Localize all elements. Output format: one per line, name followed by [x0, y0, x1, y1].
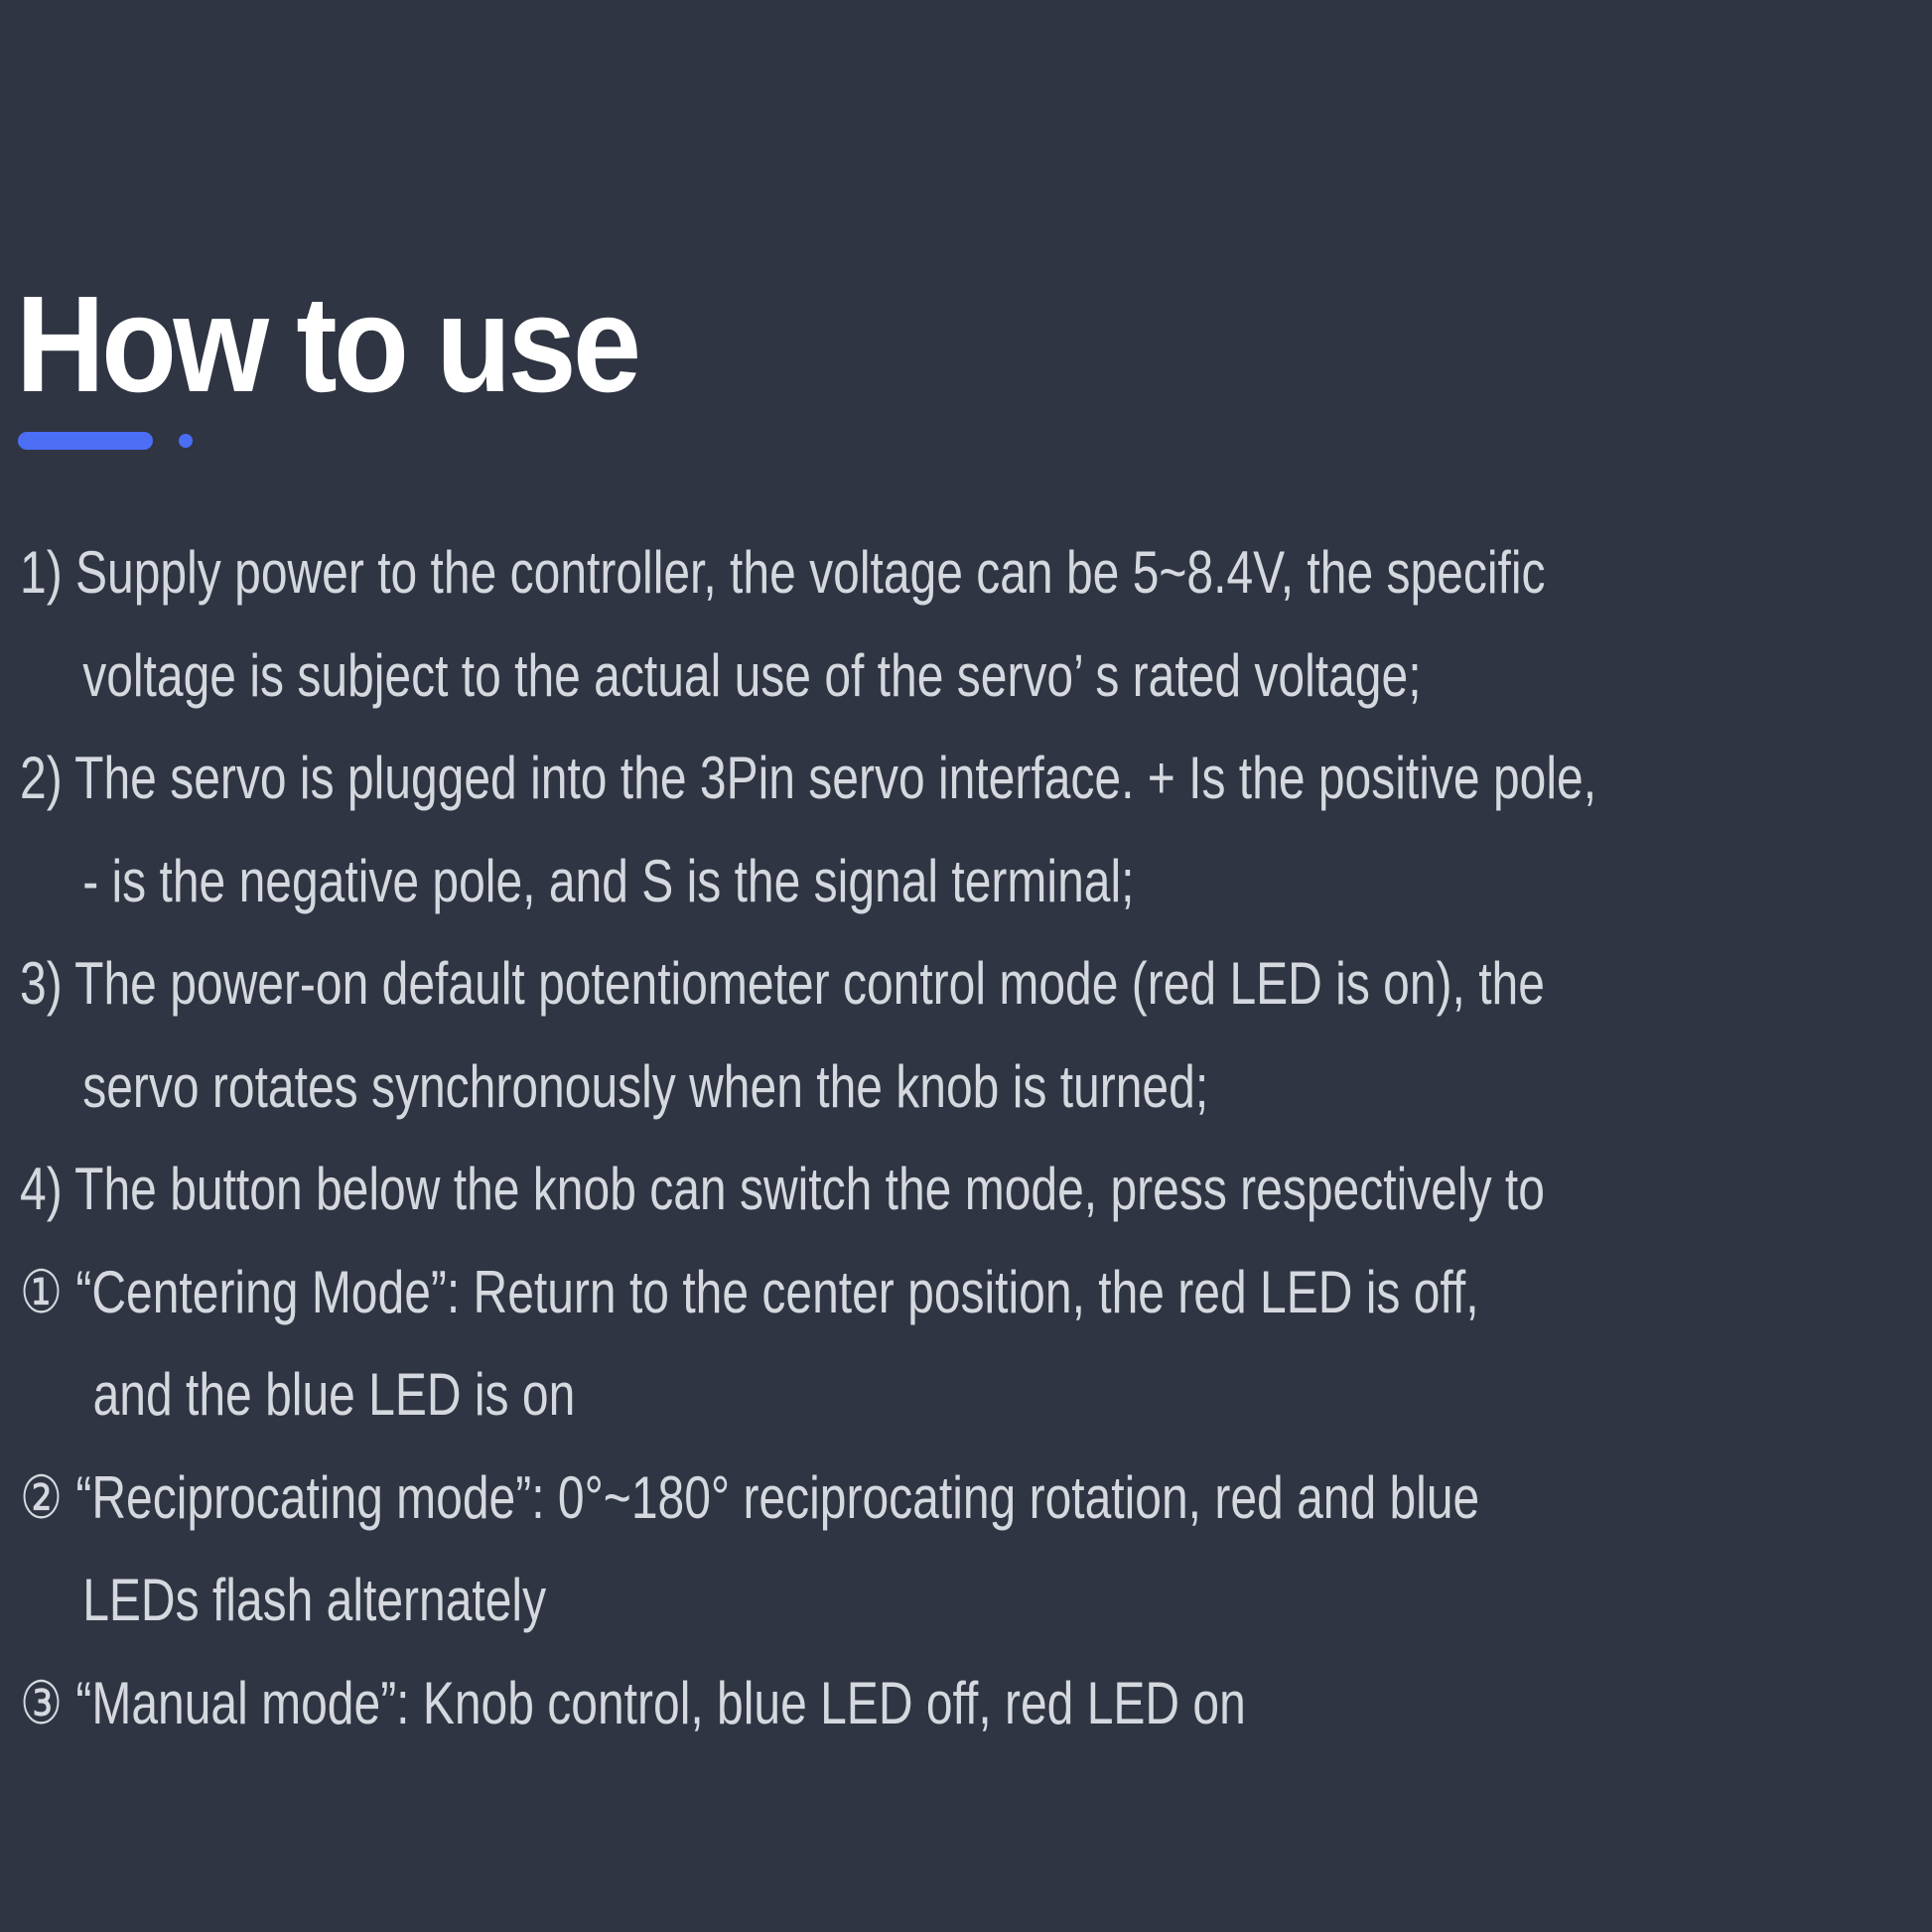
instructions-list: 1) Supply power to the controller, the v… — [20, 521, 1932, 1754]
instruction-line: 2) The servo is plugged into the 3Pin se… — [20, 745, 1597, 811]
page-title: How to use — [16, 268, 641, 422]
mode-line: LEDs flash alternately — [82, 1567, 547, 1633]
mode-line: and the blue LED is on — [92, 1361, 576, 1428]
instruction-line: 3) The power-on default potentiometer co… — [20, 950, 1545, 1017]
instruction-line: 4) The button below the knob can switch … — [20, 1156, 1545, 1222]
instruction-line: 1) Supply power to the controller, the v… — [20, 539, 1546, 606]
accent-divider-bar — [18, 432, 153, 450]
mode-line: ② “Reciprocating mode”: 0°~180° reciproc… — [20, 1463, 1480, 1531]
instruction-line: voltage is subject to the actual use of … — [82, 641, 1422, 709]
accent-divider-dot — [179, 434, 193, 448]
mode-line: ① “Centering Mode”: Return to the center… — [20, 1258, 1479, 1325]
mode-line: ③ “Manual mode”: Knob control, blue LED … — [20, 1669, 1246, 1736]
instruction-line: servo rotates synchronously when the kno… — [82, 1052, 1209, 1120]
instruction-line: - is the negative pole, and S is the sig… — [82, 847, 1135, 914]
